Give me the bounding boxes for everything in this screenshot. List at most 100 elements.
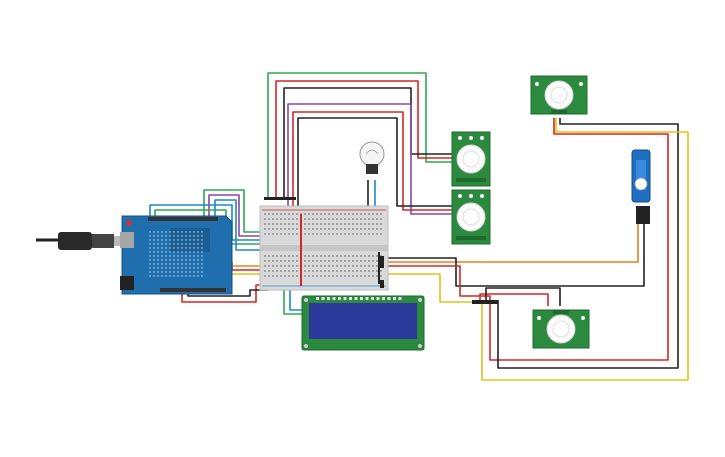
- hole: [169, 275, 171, 277]
- hole: [185, 263, 187, 265]
- hole: [340, 233, 342, 235]
- hole: [352, 233, 354, 235]
- breadboard-holes: [264, 213, 382, 277]
- hole: [280, 213, 282, 215]
- hole: [264, 265, 266, 267]
- hole: [332, 255, 334, 257]
- wire-green-arduino-1[interactable]: [203, 189, 268, 233]
- hole: [348, 275, 350, 277]
- wire-red-pir1[interactable]: [275, 80, 455, 200]
- hole: [197, 251, 199, 253]
- hole: [276, 260, 278, 262]
- hole: [272, 228, 274, 230]
- lcd-pin: [316, 297, 319, 300]
- hole: [360, 218, 362, 220]
- hole: [173, 263, 175, 265]
- hole: [149, 247, 151, 249]
- wire-yellow-pir3[interactable]: [481, 118, 689, 381]
- hole: [284, 223, 286, 225]
- pir-sensor-4[interactable]: [532, 309, 590, 349]
- wire-purple-arduino[interactable]: [208, 194, 268, 237]
- hole: [376, 265, 378, 267]
- wire-purple-pir2[interactable]: [287, 103, 455, 226]
- hole: [185, 239, 187, 241]
- wire-green-pir1[interactable]: [267, 72, 455, 200]
- hole: [268, 213, 270, 215]
- pir-sensor-1[interactable]: [451, 131, 491, 187]
- hole: [376, 228, 378, 230]
- hole: [348, 213, 350, 215]
- lcd-16x2[interactable]: [301, 295, 425, 351]
- light-bulb[interactable]: [359, 141, 385, 174]
- hole: [157, 263, 159, 265]
- hole: [193, 255, 195, 257]
- hole: [324, 275, 326, 277]
- pir-sensor-3[interactable]: [530, 75, 588, 115]
- wire-red-pir2[interactable]: [292, 111, 455, 226]
- hole: [364, 270, 366, 272]
- hole: [173, 275, 175, 277]
- wire-black-pir1[interactable]: [283, 87, 455, 200]
- servo-motor[interactable]: [631, 149, 651, 224]
- hole: [340, 223, 342, 225]
- hole: [332, 228, 334, 230]
- hole: [340, 275, 342, 277]
- hole: [276, 233, 278, 235]
- hole: [189, 247, 191, 249]
- hole: [360, 260, 362, 262]
- hole: [288, 255, 290, 257]
- hole: [161, 267, 163, 269]
- hole: [280, 260, 282, 262]
- wire-green-lcd[interactable]: [283, 290, 304, 315]
- hole: [161, 243, 163, 245]
- hole: [308, 265, 310, 267]
- hole: [288, 233, 290, 235]
- hole: [340, 260, 342, 262]
- hole: [328, 233, 330, 235]
- hole: [284, 233, 286, 235]
- hole: [348, 233, 350, 235]
- hole: [376, 223, 378, 225]
- hole: [320, 228, 322, 230]
- arduino-uno[interactable]: [120, 215, 233, 295]
- hole: [372, 260, 374, 262]
- hole: [264, 233, 266, 235]
- hole: [149, 235, 151, 237]
- hole: [352, 275, 354, 277]
- wire-red-pir4[interactable]: [479, 293, 549, 306]
- wire-red-servo[interactable]: [380, 118, 669, 361]
- hole: [157, 255, 159, 257]
- hole: [153, 247, 155, 249]
- hole: [368, 260, 370, 262]
- hole: [264, 260, 266, 262]
- wire-black-pir4[interactable]: [485, 287, 561, 306]
- hole: [280, 228, 282, 230]
- hole: [173, 267, 175, 269]
- breadboard[interactable]: [259, 197, 389, 291]
- hole: [288, 218, 290, 220]
- hole: [276, 255, 278, 257]
- pir-sensor-2[interactable]: [451, 189, 491, 245]
- wire-black-pir2[interactable]: [297, 117, 455, 226]
- hole: [320, 223, 322, 225]
- lcd-pin: [387, 297, 391, 300]
- hole: [336, 218, 338, 220]
- hole: [372, 270, 374, 272]
- hole: [340, 228, 342, 230]
- wire-blue-lcd[interactable]: [289, 290, 304, 311]
- hole: [264, 228, 266, 230]
- hole: [264, 218, 266, 220]
- wire-green-arduino-2[interactable]: [154, 209, 300, 245]
- hole: [320, 213, 322, 215]
- wire-black-pir3[interactable]: [497, 118, 679, 369]
- wire-orange-servo[interactable]: [380, 224, 639, 263]
- hole: [312, 265, 314, 267]
- hole: [181, 259, 183, 261]
- hole: [336, 265, 338, 267]
- hole: [308, 255, 310, 257]
- wire-black-servo[interactable]: [380, 224, 645, 287]
- hole: [316, 275, 318, 277]
- hole: [169, 243, 171, 245]
- hole: [169, 235, 171, 237]
- hole: [185, 247, 187, 249]
